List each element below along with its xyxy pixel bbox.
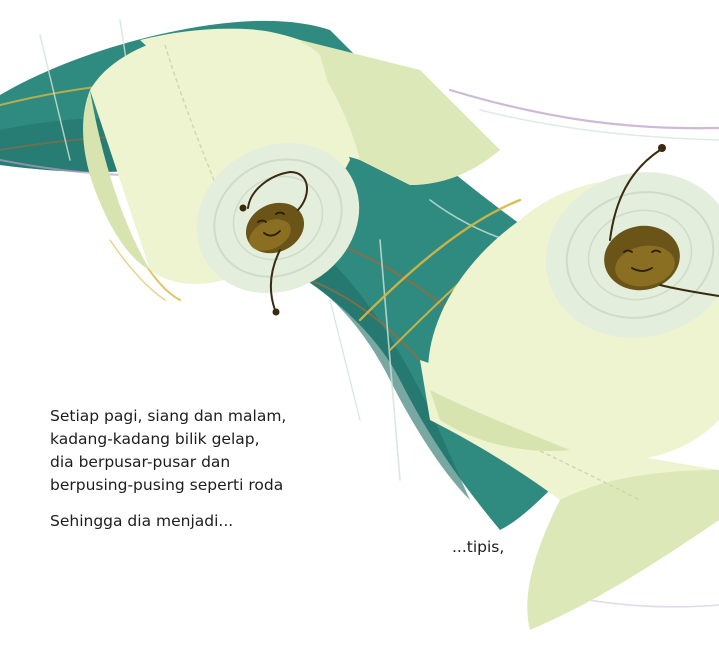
story-paragraph-1: Setiap pagi, siang dan malam, kadang-kad… [50, 405, 350, 497]
right-roll-end-ring [565, 191, 715, 319]
right-roll-antenna-tip [658, 144, 666, 152]
right-roll-smile-face [623, 249, 661, 272]
right-roll-end-ring-inner [587, 209, 693, 301]
left-roll-smile-face [257, 211, 285, 237]
left-roll-body-shadow [83, 90, 150, 270]
right-roll-unrolled-paper-shade [527, 470, 719, 630]
right-roll-body-shadow [430, 390, 570, 451]
story-line: berpusing-pusing seperti roda [50, 476, 284, 494]
right-roll-antenna [609, 149, 719, 297]
story-paragraph-2: Sehingga dia menjadi... [50, 512, 234, 530]
story-line: Setiap pagi, siang dan malam, [50, 407, 287, 425]
story-line: dia berpusar-pusar dan [50, 453, 231, 471]
left-roll-antenna [247, 170, 308, 311]
left-roll-end-ring-inner [232, 175, 324, 261]
left-roll-end-ring [213, 158, 343, 278]
main-ribbon-shade [300, 260, 470, 500]
story-line: kadang-kadang bilik gelap, [50, 430, 260, 448]
left-roll-paper-sheet-shade [300, 40, 500, 185]
left-roll-perforation [164, 44, 231, 221]
right-roll-paper-perforation [469, 419, 641, 501]
story-paragraph-3: ...tipis, [452, 538, 505, 556]
left-roll-antenna-tip [239, 204, 247, 212]
left-roll-antenna-tip-2 [272, 308, 280, 316]
right-roll-face-hole-light [615, 245, 675, 287]
